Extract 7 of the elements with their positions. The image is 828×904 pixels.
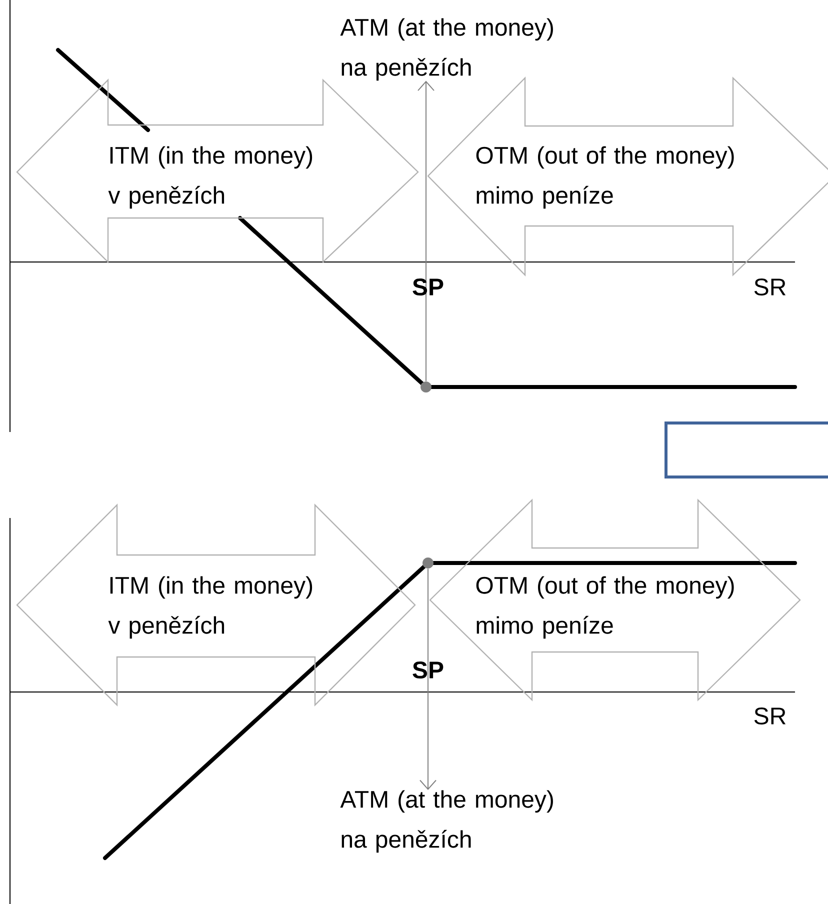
- label-text: ATM (at the money) na penězích: [340, 790, 553, 853]
- point-marker: [420, 382, 432, 392]
- arrow: [418, 80, 434, 382]
- point-marker: [422, 558, 434, 568]
- empty-box: [664, 422, 828, 478]
- arrow: [420, 568, 436, 790]
- axis-label: SP: [412, 278, 444, 296]
